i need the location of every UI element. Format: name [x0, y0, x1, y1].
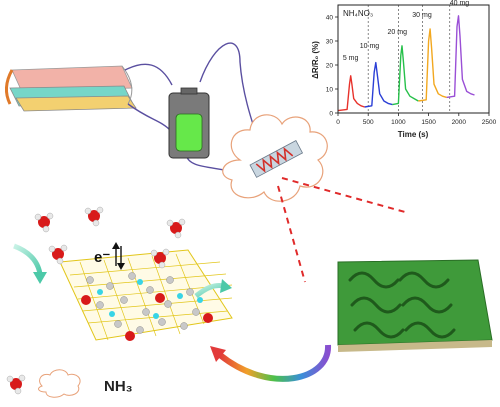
nh3-molecules [34, 206, 186, 269]
legend-molecule-icon [6, 374, 26, 395]
electron-transfer: e⁻ [94, 242, 125, 270]
chart-ytick-label-4: 40 [326, 14, 334, 21]
chart-annotation: NH₄NO₃ [343, 9, 373, 18]
chart-series-label-3: 30 mg [412, 12, 432, 19]
chart-xtick-label-0: 0 [336, 119, 340, 126]
chart-xtick-label-5: 2500 [482, 119, 497, 126]
chart-series-line-3 [418, 28, 447, 102]
chart-x-ticks: 0 500 1000 1500 2000 2500 [336, 113, 497, 126]
chart-ytick-label-0: 0 [329, 110, 333, 117]
chart-series-line-4 [446, 15, 475, 99]
adsorption-arrows [13, 243, 232, 298]
battery-device [168, 87, 210, 159]
chart-series-label-4: 40 mg [450, 0, 470, 7]
electron-label: e⁻ [94, 249, 110, 266]
chart-series-label-1: 10 mg [360, 43, 380, 50]
chart-ytick-label-1: 10 [326, 86, 334, 93]
chart-xlabel: Time (s) [398, 130, 429, 139]
process-arrow [210, 344, 332, 382]
zoom-lines [277, 177, 406, 283]
graphene-sheet [59, 249, 233, 341]
chart-dashed-lines [367, 5, 451, 113]
chart-xtick-label-2: 1000 [391, 119, 406, 126]
chart-series-line-1 [364, 61, 393, 108]
chart-xtick-label-1: 500 [363, 119, 374, 126]
adsorbed-molecules [81, 293, 213, 341]
chart-series-label-2: 20 mg [388, 29, 408, 36]
legend: NH₃ [6, 369, 133, 398]
chart-xtick-label-3: 1500 [421, 119, 436, 126]
chart-series-line-0 [337, 75, 365, 112]
sensor-chip [249, 140, 304, 178]
chart-ylabel: ΔR/R₀ (%) [311, 41, 320, 79]
chart-series-label-0: 5 mg [343, 55, 359, 62]
chart-y-ticks: 0 10 20 30 40 [326, 14, 338, 117]
chart-background [337, 4, 490, 114]
chart-xtick-label-4: 2000 [452, 119, 467, 126]
chart-series [337, 15, 475, 112]
chart-ytick-label-3: 30 [326, 38, 334, 45]
chart-series-line-2 [392, 45, 419, 106]
dopant-atoms [97, 279, 203, 319]
legend-cloud-icon [38, 369, 81, 398]
legend-label: NH₃ [104, 378, 133, 395]
lattice-atoms [86, 272, 200, 334]
chart-ytick-label-2: 20 [326, 62, 334, 69]
chart-frame [337, 4, 490, 114]
sensor-board [337, 259, 493, 352]
wearable-patch [5, 65, 137, 112]
